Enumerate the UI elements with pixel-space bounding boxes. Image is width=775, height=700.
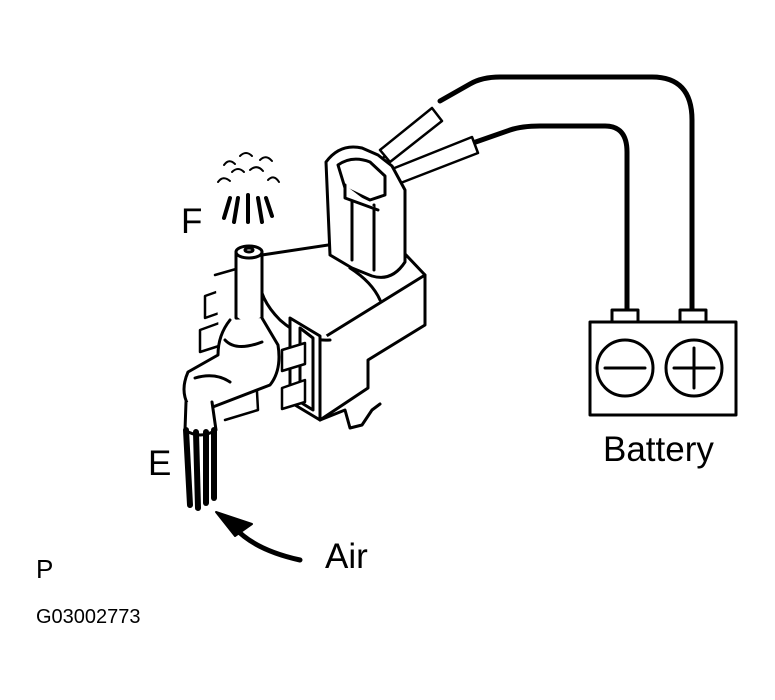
vsv-solenoid-body xyxy=(257,145,427,430)
port-f-label: F xyxy=(181,202,203,241)
battery xyxy=(588,308,738,417)
battery-wires xyxy=(437,74,695,315)
minus-terminal-icon xyxy=(595,338,655,398)
port-e-label: E xyxy=(148,444,172,483)
valve-ports xyxy=(182,244,281,437)
air-label: Air xyxy=(325,537,368,576)
air-inflow-arrow xyxy=(183,427,303,563)
plus-terminal-icon xyxy=(664,338,724,398)
corner-mark: P xyxy=(36,554,54,584)
battery-label: Battery xyxy=(603,430,714,469)
air-outflow-spray xyxy=(217,152,280,224)
figure-code: G03002773 xyxy=(36,606,141,628)
